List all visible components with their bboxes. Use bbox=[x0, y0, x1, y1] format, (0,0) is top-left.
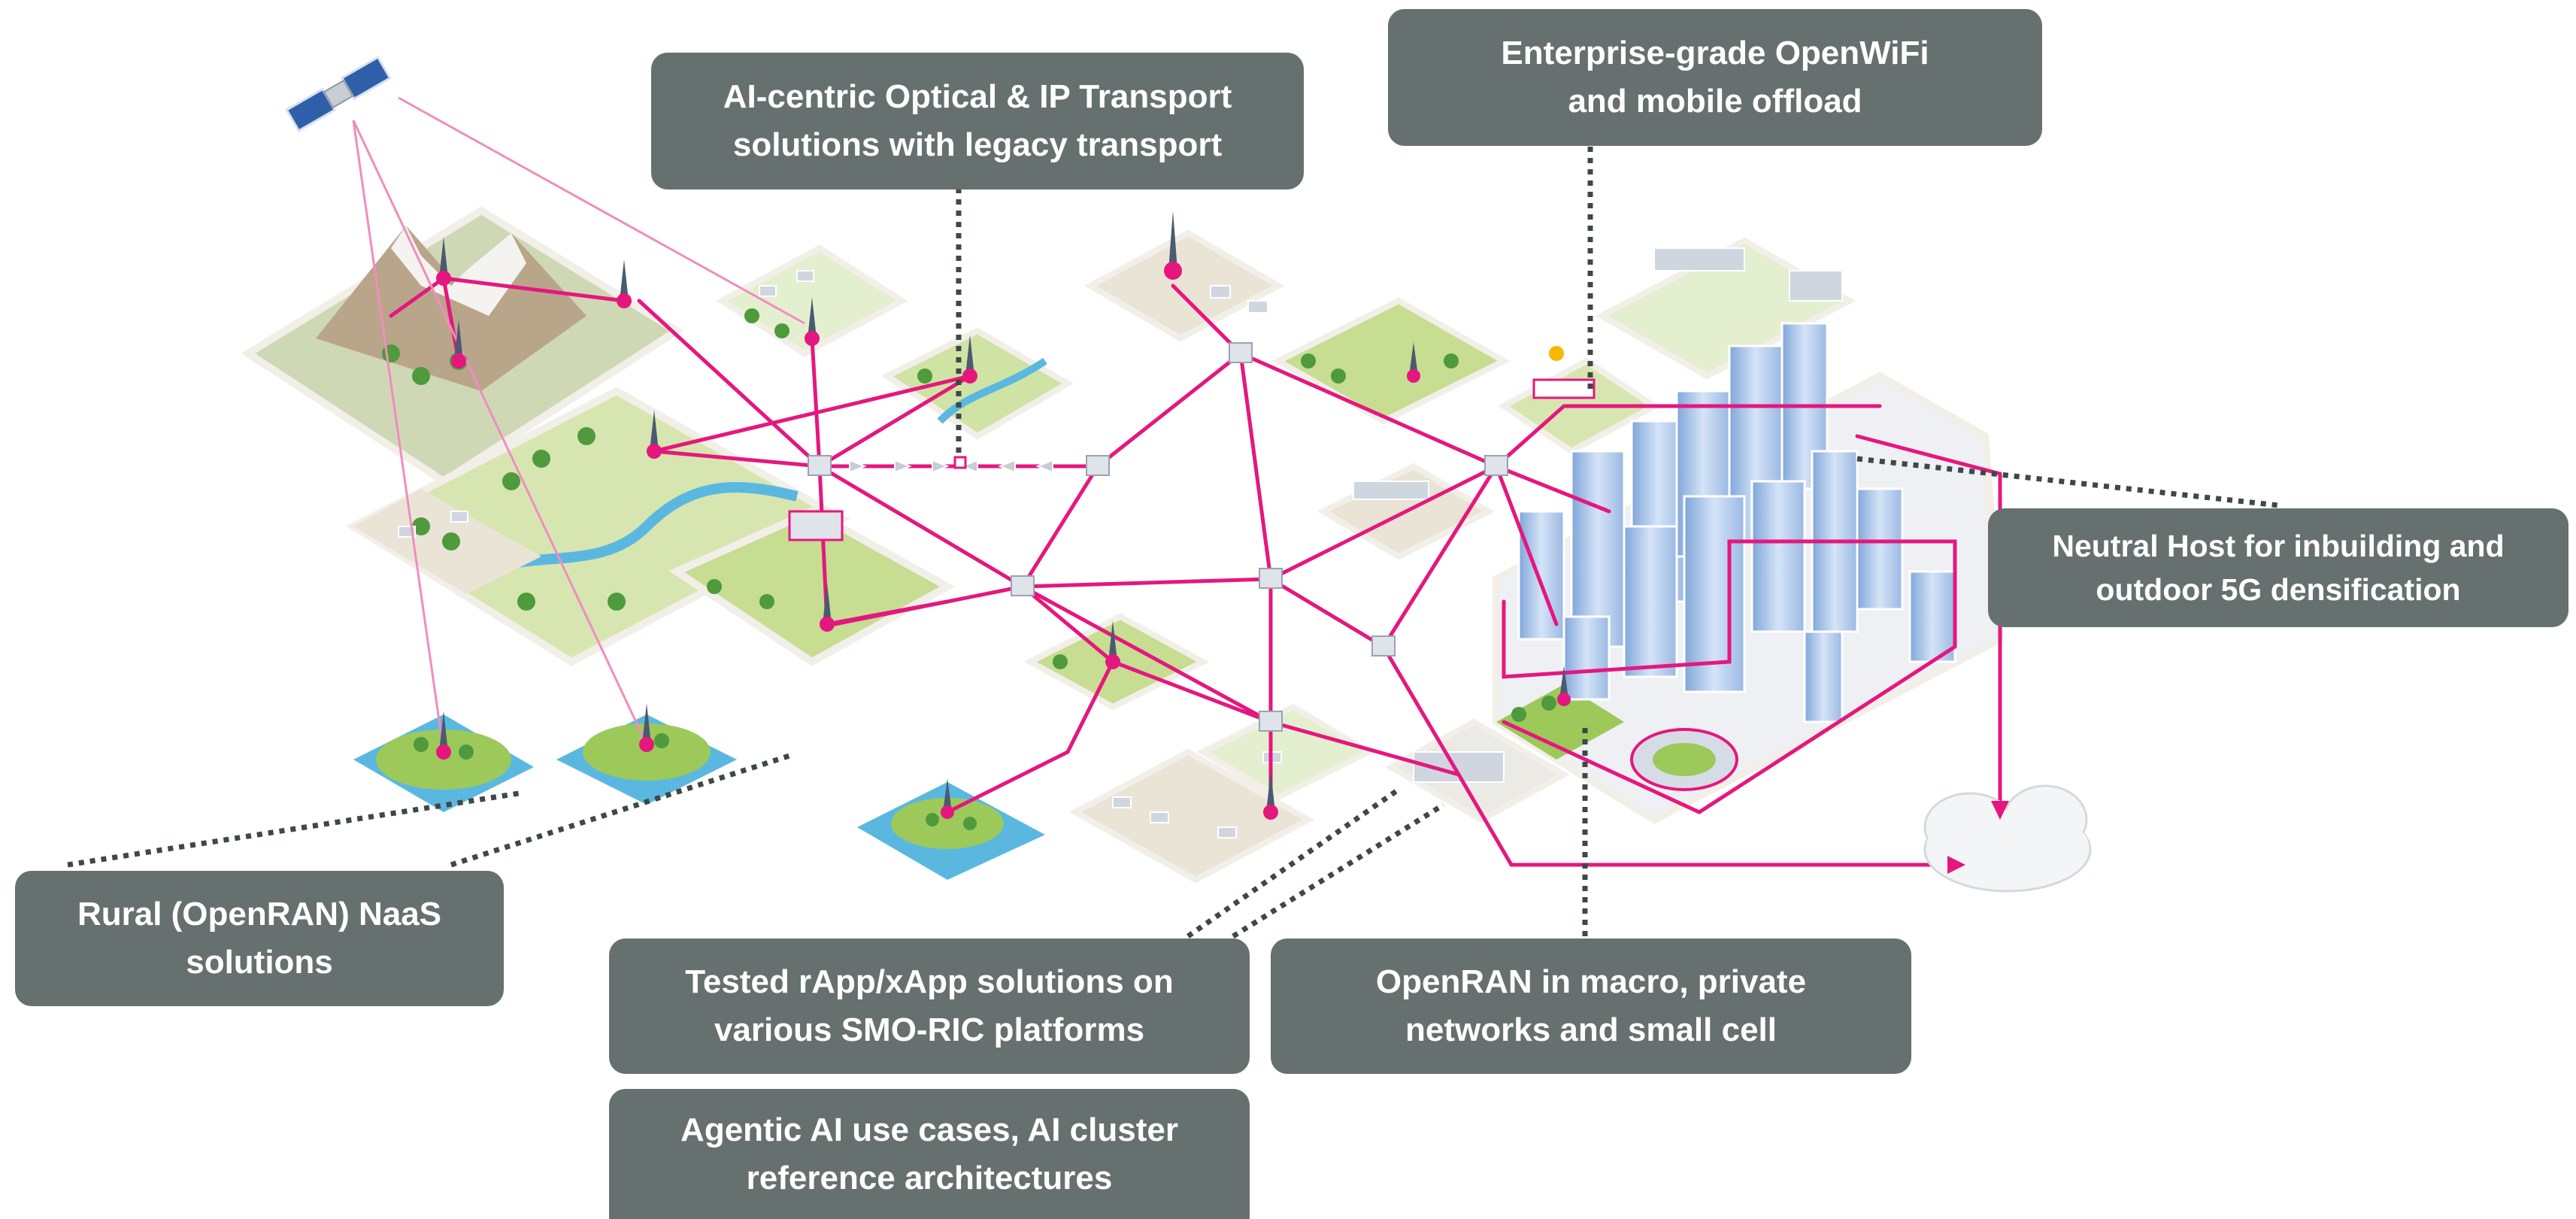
cell-tower-icon bbox=[451, 320, 466, 368]
wifi-hub-icon bbox=[1532, 346, 1596, 399]
router-nodes bbox=[808, 342, 1508, 732]
callout-transport: AI-centric Optical & IP Transport soluti… bbox=[651, 53, 1304, 190]
router-node-icon bbox=[1259, 711, 1283, 732]
callout-agentic-line1: Agentic AI use cases, AI cluster bbox=[680, 1111, 1178, 1148]
cell-tower-icon bbox=[820, 583, 835, 632]
router-node-icon bbox=[1086, 455, 1110, 476]
optical-chain bbox=[849, 459, 1053, 474]
cell-tower-icon bbox=[436, 711, 451, 760]
river-small bbox=[937, 357, 1047, 424]
cell-tower-icon bbox=[647, 410, 662, 459]
callout-neutral-host-line1: Neutral Host for inbuilding and bbox=[2052, 529, 2505, 563]
river bbox=[479, 482, 799, 577]
router-node-icon bbox=[808, 455, 832, 476]
callout-rapp-line2: various SMO-RIC platforms bbox=[714, 1011, 1145, 1048]
data-center-icon bbox=[788, 510, 844, 541]
city-buildings bbox=[1517, 322, 1956, 723]
cell-tower-icon bbox=[639, 703, 654, 752]
cell-tower-icon bbox=[1105, 620, 1120, 669]
router-node-icon bbox=[1371, 635, 1396, 657]
cell-tower-icon bbox=[805, 297, 820, 346]
cell-tower-icon bbox=[617, 259, 632, 308]
callout-transport-line2: solutions with legacy transport bbox=[732, 126, 1223, 163]
network-links bbox=[389, 276, 2002, 867]
cell-tower-icon bbox=[1407, 342, 1420, 383]
callout-rural-line2: solutions bbox=[186, 944, 333, 981]
callout-neutral-host: Neutral Host for inbuilding and outdoor … bbox=[1988, 508, 2568, 627]
optical-handoff-node bbox=[953, 456, 967, 469]
cloud-icon bbox=[1923, 784, 2092, 893]
callout-openran-line2: networks and small cell bbox=[1405, 1011, 1777, 1048]
mountain-snow bbox=[391, 226, 526, 316]
city-green bbox=[1496, 684, 1624, 760]
satellite-links bbox=[352, 96, 805, 753]
island-3 bbox=[857, 782, 1045, 880]
callout-openwifi-line2: and mobile offload bbox=[1568, 83, 1862, 120]
cell-tower-icon bbox=[941, 778, 954, 819]
tower-tile-north bbox=[1083, 229, 1285, 342]
callout-transport-line1: AI-centric Optical & IP Transport bbox=[723, 78, 1232, 115]
cell-tower-icon bbox=[962, 335, 977, 384]
meadow-tile-south bbox=[668, 507, 956, 666]
callout-rural: Rural (OpenRAN) NaaS solutions bbox=[15, 871, 504, 1006]
river-tile bbox=[881, 327, 1074, 440]
callout-rapp-line1: Tested rApp/xApp solutions on bbox=[685, 963, 1174, 1000]
satellite-icon bbox=[285, 56, 392, 132]
arrow-head-right bbox=[1947, 856, 1965, 874]
cell-tower-icon bbox=[1164, 211, 1182, 280]
callout-rural-line1: Rural (OpenRAN) NaaS bbox=[77, 896, 442, 932]
callout-agentic-line2: reference architectures bbox=[746, 1159, 1113, 1196]
callout-openran-line1: OpenRAN in macro, private bbox=[1375, 963, 1807, 1000]
router-node-icon bbox=[1259, 568, 1283, 589]
callout-agentic: Agentic AI use cases, AI cluster referen… bbox=[609, 1089, 1250, 1219]
router-node-icon bbox=[1011, 575, 1035, 596]
callout-rapp: Tested rApp/xApp solutions on various SM… bbox=[609, 939, 1250, 1074]
cell-tower-icon bbox=[1263, 771, 1278, 820]
callout-openwifi-line1: Enterprise-grade OpenWiFi bbox=[1501, 35, 1929, 71]
cell-towers bbox=[436, 211, 1571, 820]
callout-openwifi: Enterprise-grade OpenWiFi and mobile off… bbox=[1388, 9, 2042, 146]
village-tile-south bbox=[1068, 748, 1315, 884]
router-node-icon bbox=[1484, 455, 1508, 476]
arrow-head-down bbox=[1991, 801, 2009, 820]
leader-lines bbox=[67, 147, 2279, 939]
cell-tower-icon bbox=[436, 237, 451, 286]
router-node-icon bbox=[1229, 342, 1253, 363]
cell-tower-icon bbox=[1557, 666, 1571, 706]
callout-openran: OpenRAN in macro, private networks and s… bbox=[1271, 939, 1911, 1074]
callout-neutral-host-line2: outdoor 5G densification bbox=[2096, 572, 2461, 607]
